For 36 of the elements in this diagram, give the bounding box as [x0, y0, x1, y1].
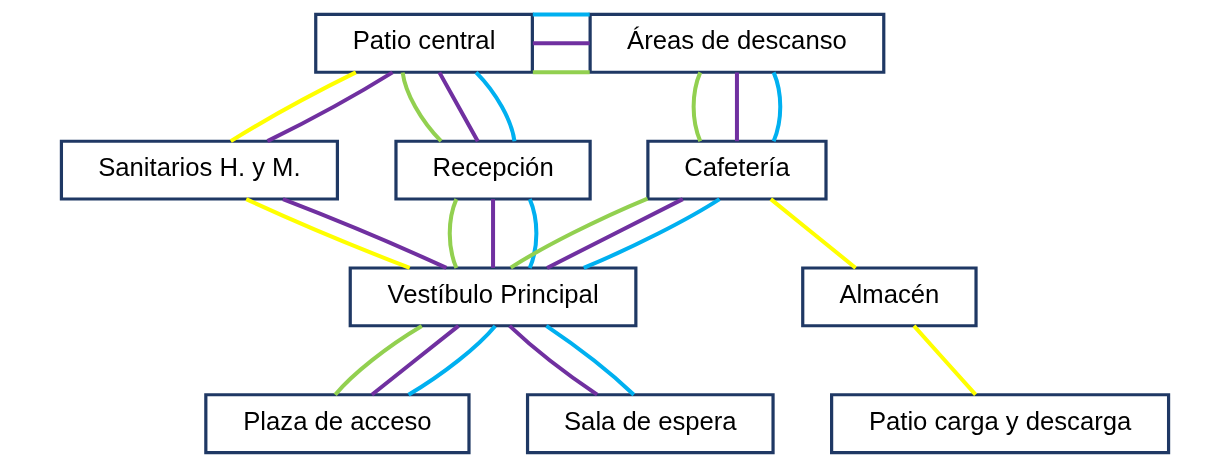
- connector: [266, 70, 394, 143]
- node-box: Patio carga y descarga: [830, 393, 1171, 455]
- connector: [532, 12, 590, 17]
- connector: [771, 71, 783, 142]
- node-box: Patio central: [314, 12, 534, 74]
- connector: [532, 70, 590, 75]
- node-box: Almacén: [801, 266, 978, 328]
- node-box: Recepción: [394, 139, 592, 201]
- connector: [545, 324, 636, 397]
- connector: [769, 197, 857, 270]
- node-box: Plaza de acceso: [204, 393, 471, 455]
- connector: [912, 324, 978, 397]
- node-box: Sala de espera: [525, 393, 775, 455]
- connector: [447, 198, 459, 269]
- connector: [229, 70, 357, 143]
- connector: [245, 197, 411, 270]
- connector: [508, 324, 599, 397]
- connector: [509, 196, 649, 270]
- connector: [491, 199, 496, 268]
- node-box: Sanitarios H. y M.: [59, 139, 339, 201]
- connector: [370, 324, 460, 397]
- connector: [734, 72, 739, 142]
- connector: [691, 71, 703, 142]
- connector: [400, 72, 443, 143]
- node-box: Cafetería: [646, 139, 828, 201]
- connector: [474, 71, 517, 142]
- connector: [546, 197, 684, 270]
- connector: [527, 198, 539, 269]
- connector: [437, 71, 480, 143]
- node-box: Áreas de descanso: [588, 12, 886, 74]
- connector: [333, 324, 423, 396]
- node-box: Vestíbulo Principal: [348, 266, 638, 328]
- connector: [532, 41, 590, 46]
- connector: [582, 197, 721, 270]
- connector: [282, 197, 448, 270]
- connector: [407, 324, 497, 397]
